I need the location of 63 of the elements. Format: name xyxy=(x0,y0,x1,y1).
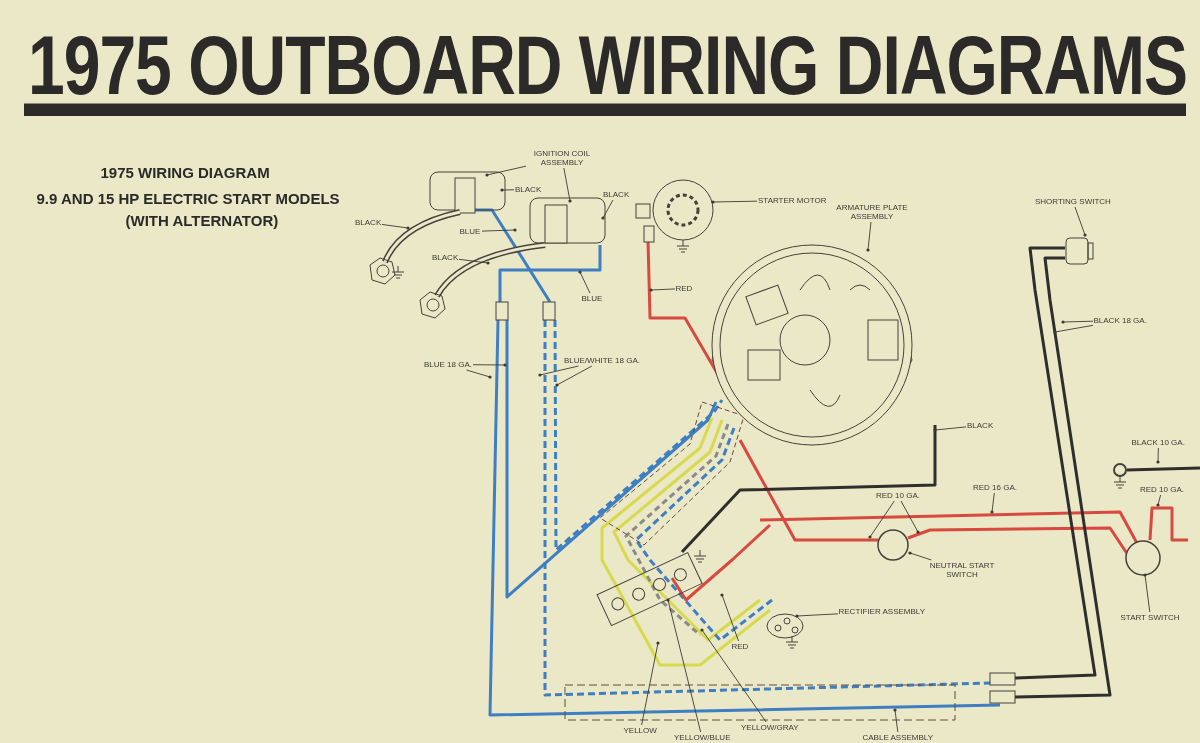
leader-line xyxy=(602,199,614,219)
leader-line xyxy=(563,167,571,202)
leader-line xyxy=(458,258,489,264)
leader-line xyxy=(641,642,659,726)
leader-line xyxy=(556,365,593,386)
subtitle: 9.9 AND 15 HP ELECTRIC START MODELS xyxy=(36,189,340,207)
part-label: IGNITION COIL ASSEMBLY xyxy=(527,149,597,168)
wire-label: BLUE xyxy=(459,226,481,236)
wire-label: RED xyxy=(731,641,749,651)
leader-line xyxy=(486,165,527,176)
wire-label: RED 10 GA. xyxy=(876,490,920,500)
leader-line xyxy=(1062,320,1094,323)
leader-line xyxy=(1157,494,1162,506)
leader-line xyxy=(579,271,591,294)
leader-line xyxy=(869,500,895,538)
leader-line xyxy=(650,288,676,291)
part-label: SHORTING SWITCH xyxy=(1035,196,1111,206)
wire-label: YELLOW xyxy=(623,725,657,735)
part-label: CABLE ASSEMBLY xyxy=(862,732,934,742)
leader-line xyxy=(894,709,899,733)
wire-label: BLACK xyxy=(515,184,542,194)
wire-label: BLUE xyxy=(581,293,603,303)
subtitle: 1975 WIRING DIAGRAM xyxy=(100,163,270,181)
title: 1975 OUTBOARD WIRING DIAGRAMS xyxy=(24,26,1186,116)
wire-label: RED 10 GA. xyxy=(1140,484,1184,494)
wire-label: RED 16 GA. xyxy=(973,482,1017,492)
part-label: START SWITCH xyxy=(1120,612,1180,622)
leader-line xyxy=(1157,447,1159,463)
wire-label: RED xyxy=(675,283,693,293)
leader-line xyxy=(721,594,739,642)
leader-line xyxy=(667,599,702,733)
part-label: ARMATURE PLATE ASSEMBLY xyxy=(832,203,912,222)
wire-label: BLACK 18 GA. xyxy=(1093,315,1147,325)
leader-line xyxy=(701,629,767,723)
wire-label: YELLOW/BLUE xyxy=(674,732,731,742)
leader-line xyxy=(1144,574,1151,613)
leader-line xyxy=(796,613,839,617)
leader-line xyxy=(1054,324,1094,333)
leader-line xyxy=(539,365,579,376)
wire-label: BLACK xyxy=(355,217,382,227)
leader-line xyxy=(501,189,515,191)
wire-label: BLUE 18 GA. xyxy=(424,359,473,369)
leader-line xyxy=(934,426,967,431)
leader-line xyxy=(472,364,506,366)
leader-line xyxy=(867,221,872,251)
wire-label: BLACK xyxy=(603,189,630,199)
leader-line xyxy=(712,200,758,203)
part-label: NEUTRAL START SWITCH xyxy=(927,561,997,580)
leader-line xyxy=(481,229,516,232)
leader-line xyxy=(1074,206,1086,236)
leader-line xyxy=(909,552,932,561)
leader-line xyxy=(466,369,491,378)
leader-line xyxy=(381,224,409,229)
leader-line xyxy=(991,492,995,513)
subtitle: (WITH ALTERNATOR) xyxy=(125,211,279,229)
part-label: STARTER MOTOR xyxy=(758,195,827,205)
wire-label: BLACK 10 GA. xyxy=(1131,437,1185,447)
part-label: RECTIFIER ASSEMBLY xyxy=(838,606,926,616)
wire-label: BLACK xyxy=(432,252,459,262)
wire-label: YELLOW/GRAY xyxy=(741,722,799,732)
wire-label: BLUE/WHITE 18 GA. xyxy=(564,355,641,365)
wire-label: BLACK xyxy=(967,420,994,430)
leader-line xyxy=(900,500,919,533)
